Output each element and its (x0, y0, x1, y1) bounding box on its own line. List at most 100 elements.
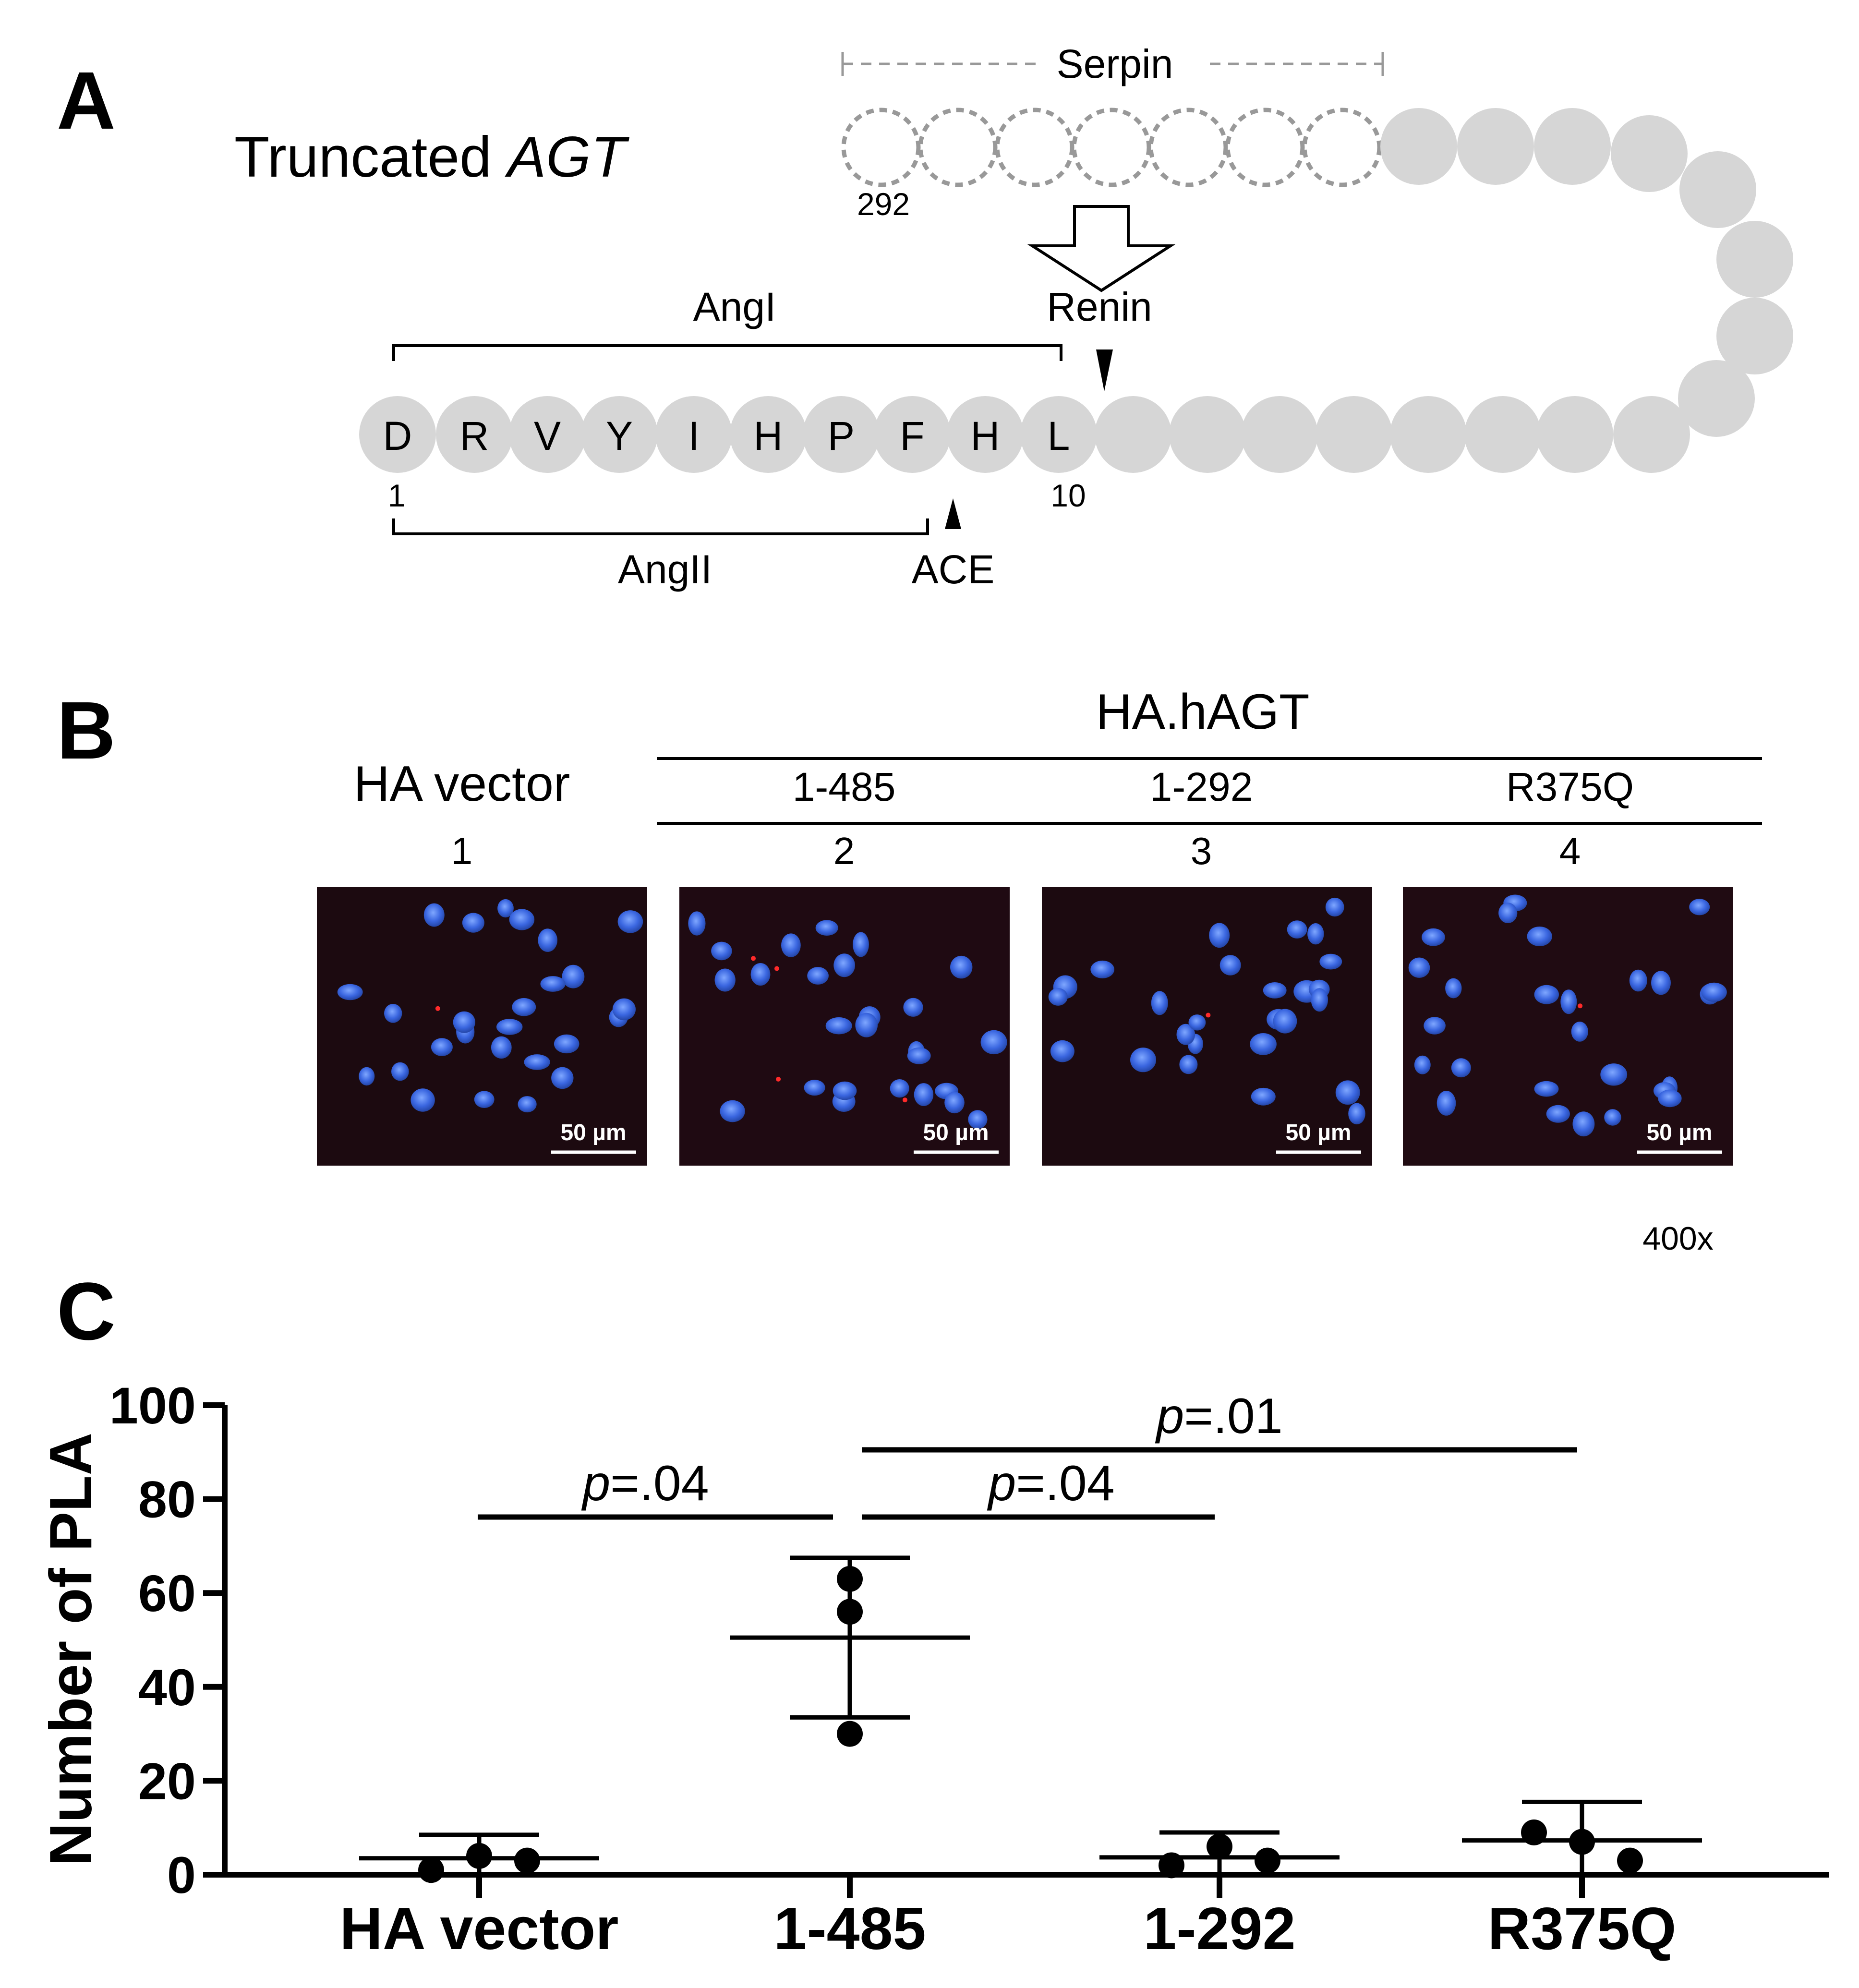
residue-letter: R (460, 413, 489, 458)
position-292-label: 292 (857, 186, 910, 222)
y-tick-label: 0 (167, 1846, 196, 1904)
nucleus (980, 1030, 1007, 1055)
pla-signal-dot (1578, 1003, 1583, 1009)
nucleus (1307, 923, 1324, 945)
residue-letter: H (754, 413, 783, 458)
nucleus (1701, 982, 1727, 1002)
nucleus (1629, 969, 1647, 992)
construct-label: R375Q (1506, 764, 1634, 809)
nucleus (496, 1019, 523, 1035)
nuclei-group (1048, 897, 1365, 1125)
nuclei-group (337, 899, 643, 1113)
position-1-label: 1 (388, 478, 406, 513)
pla-signal-dot (774, 966, 779, 971)
renin-label: Renin (1047, 284, 1152, 329)
residue-circle (359, 396, 436, 473)
nucleus (1651, 971, 1671, 995)
nucleus (1498, 903, 1518, 923)
nucleus (509, 909, 535, 930)
nucleus (512, 998, 536, 1016)
nucleus (1325, 897, 1344, 917)
nucleus (1335, 1080, 1360, 1105)
nucleus (1348, 1103, 1365, 1125)
nucleus (1572, 1111, 1595, 1137)
nucleus (914, 1083, 934, 1106)
nucleus (714, 968, 736, 992)
angii-bracket (392, 518, 929, 535)
nucleus (474, 1091, 495, 1108)
residue-circle (436, 396, 513, 473)
nucleus (1250, 1033, 1277, 1055)
pla-signal-dot (751, 956, 756, 961)
construct-label: 1-292 (1150, 764, 1253, 809)
nucleus (1689, 899, 1710, 916)
p-value-label: p=.04 (987, 1456, 1114, 1511)
residue-circle (947, 396, 1024, 473)
nucleus (750, 963, 771, 986)
scale-bar-label: 50 µm (923, 1120, 989, 1145)
p-value: =.04 (610, 1456, 709, 1511)
data-point (1569, 1829, 1595, 1855)
residue-circle (1020, 396, 1097, 473)
nucleus (491, 1036, 512, 1059)
p-value: =.01 (1184, 1388, 1282, 1444)
nuclei-group (1408, 894, 1727, 1137)
residue-circle (730, 396, 807, 473)
nucleus (711, 941, 732, 961)
nucleus (1263, 982, 1287, 999)
p-value-label: p=.01 (1155, 1388, 1282, 1444)
nucleus (1422, 928, 1445, 946)
nucleus (855, 1012, 878, 1037)
lane-number: 1 (451, 830, 473, 872)
nucleus (1048, 988, 1068, 1006)
panel-a-letter: A (57, 55, 116, 146)
p-symbol: p (987, 1456, 1016, 1511)
angi-bracket (392, 344, 1062, 361)
nucleus (944, 1092, 965, 1114)
nucleus (497, 899, 514, 918)
nucleus (1600, 1063, 1628, 1086)
y-tick-label: 100 (109, 1376, 196, 1434)
panel-a-title-prefix: Truncated (234, 125, 507, 189)
data-point (418, 1857, 444, 1883)
residue-letter: D (383, 413, 412, 458)
nucleus (1311, 988, 1328, 1012)
data-point (1255, 1847, 1280, 1874)
nucleus (833, 1081, 857, 1100)
residue-circle (581, 396, 658, 473)
nucleus (1176, 1024, 1195, 1045)
nucleus (617, 910, 643, 933)
lane-number: 3 (1191, 830, 1212, 872)
nucleus (562, 964, 585, 988)
nucleus (337, 984, 363, 1000)
nucleus (907, 1047, 931, 1064)
position-10-label: 10 (1050, 478, 1086, 513)
nucleus (1604, 1109, 1621, 1126)
y-tick-label: 60 (138, 1564, 196, 1622)
nucleus (1658, 1089, 1682, 1108)
nucleus (1560, 989, 1577, 1014)
nucleus (853, 932, 869, 957)
truncated-residues (841, 108, 1382, 187)
nucleus (1130, 1048, 1156, 1072)
nucleus (410, 1088, 435, 1112)
panel-a-title-italic: AGT (505, 125, 629, 189)
nucleus (1287, 920, 1307, 939)
protein-chain (1095, 108, 1793, 473)
panel-a: A Truncated AGT Serpin 292 (57, 41, 1793, 592)
nucleus (1209, 923, 1230, 948)
pla-signal-dot (435, 1006, 440, 1011)
p-value-label: p=.04 (581, 1456, 709, 1511)
nucleus (384, 1004, 402, 1023)
nucleus (825, 1017, 852, 1035)
ace-label: ACE (912, 547, 995, 592)
lane-number: 4 (1559, 830, 1581, 872)
nucleus (524, 1054, 550, 1070)
renin-arrow-icon (1027, 205, 1176, 292)
serpin-bracket (841, 52, 1384, 76)
nucleus (804, 1080, 825, 1096)
nucleus (1273, 1009, 1297, 1034)
ace-cleavage-marker (945, 498, 961, 529)
group-label: HA.hAGT (1096, 684, 1310, 740)
